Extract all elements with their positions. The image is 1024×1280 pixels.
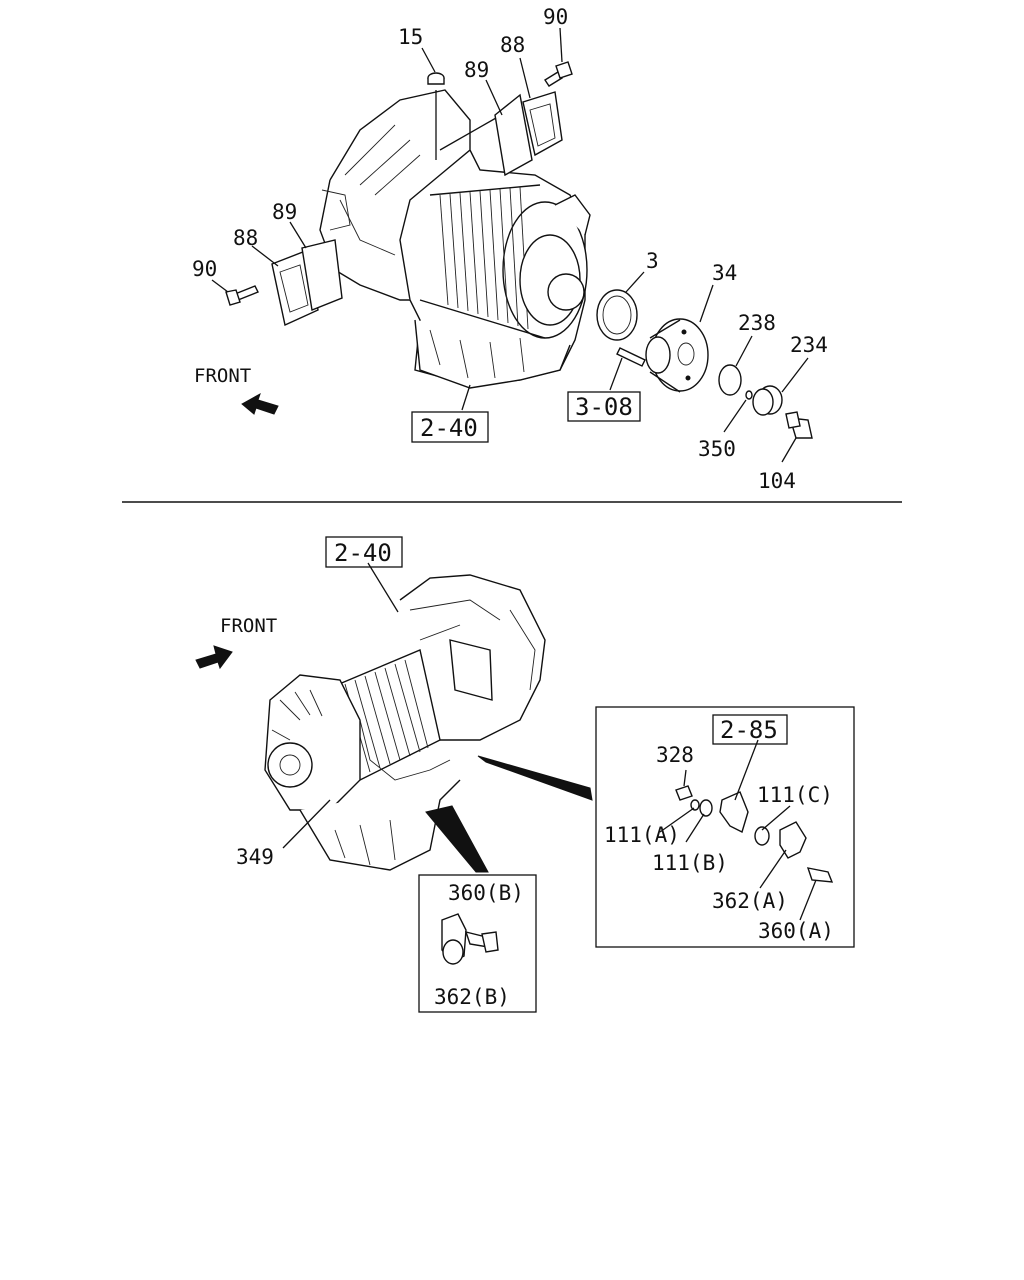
bolt-360a (806, 867, 834, 883)
washer-111b (699, 799, 713, 817)
front-label-top: FRONT (194, 365, 251, 387)
callout-90-top: 90 (543, 5, 568, 29)
flange-34 (645, 318, 709, 393)
svg-text:2-40: 2-40 (420, 414, 478, 442)
small-seal-350 (745, 390, 753, 400)
callout-350: 350 (698, 437, 736, 461)
callout-349: 349 (236, 845, 274, 869)
detail-box-a: 2-85 328 111(C) 111(A) 111(B) 362(A) 360… (595, 706, 855, 948)
bolt-104 (785, 411, 813, 439)
front-arrow-top-icon (241, 392, 279, 415)
nut-328 (675, 785, 693, 801)
detail-pointer-a (477, 755, 593, 801)
ref-box-2-40-bottom[interactable]: 2-40 (325, 536, 403, 568)
front-label-bottom: FRONT (220, 615, 277, 637)
callout-111a: 111(A) (604, 823, 680, 847)
callout-34: 34 (712, 261, 737, 285)
callout-88-left: 88 (233, 226, 258, 250)
bottom-leader-lines (282, 562, 399, 849)
ref-box-3-08[interactable]: 3-08 (567, 391, 641, 422)
o-ring-238 (718, 364, 742, 396)
callout-362a: 362(A) (712, 889, 788, 913)
ref-box-2-85[interactable]: 2-85 (712, 714, 788, 745)
svg-text:2-40: 2-40 (334, 539, 392, 567)
callout-104: 104 (758, 469, 796, 493)
top-leader-lines (211, 27, 809, 463)
bracket (719, 791, 749, 833)
callout-111c: 111(C) (757, 783, 833, 807)
callout-89-left: 89 (272, 200, 297, 224)
callout-90-left: 90 (192, 257, 217, 281)
bolt-flange (616, 347, 646, 367)
top-transmission-assembly (225, 61, 591, 389)
svg-text:3-08: 3-08 (575, 393, 633, 421)
washer-111a (690, 799, 700, 811)
front-arrow-bottom-icon (195, 645, 233, 670)
ref-box-2-40-top[interactable]: 2-40 (411, 411, 489, 443)
callout-360a: 360(A) (758, 919, 834, 943)
oil-seal-3 (596, 289, 638, 341)
clip-362a (779, 821, 807, 859)
washer-234 (752, 385, 783, 416)
callout-15: 15 (398, 25, 423, 49)
bottom-transmission-assembly (264, 574, 546, 871)
detail-box-b: 360(B) 362(B) (418, 874, 537, 1013)
callout-360b: 360(B) (448, 881, 524, 905)
callout-238: 238 (738, 311, 776, 335)
callout-111b: 111(B) (652, 851, 728, 875)
callout-234: 234 (790, 333, 828, 357)
callout-328: 328 (656, 743, 694, 767)
callout-3: 3 (646, 249, 659, 273)
svg-text:2-85: 2-85 (720, 716, 778, 744)
callout-362b: 362(B) (434, 985, 510, 1009)
callout-88-top: 88 (500, 33, 525, 57)
callout-89-top: 89 (464, 58, 489, 82)
detail-pointer-b (425, 805, 489, 873)
washer-111c (754, 826, 770, 846)
